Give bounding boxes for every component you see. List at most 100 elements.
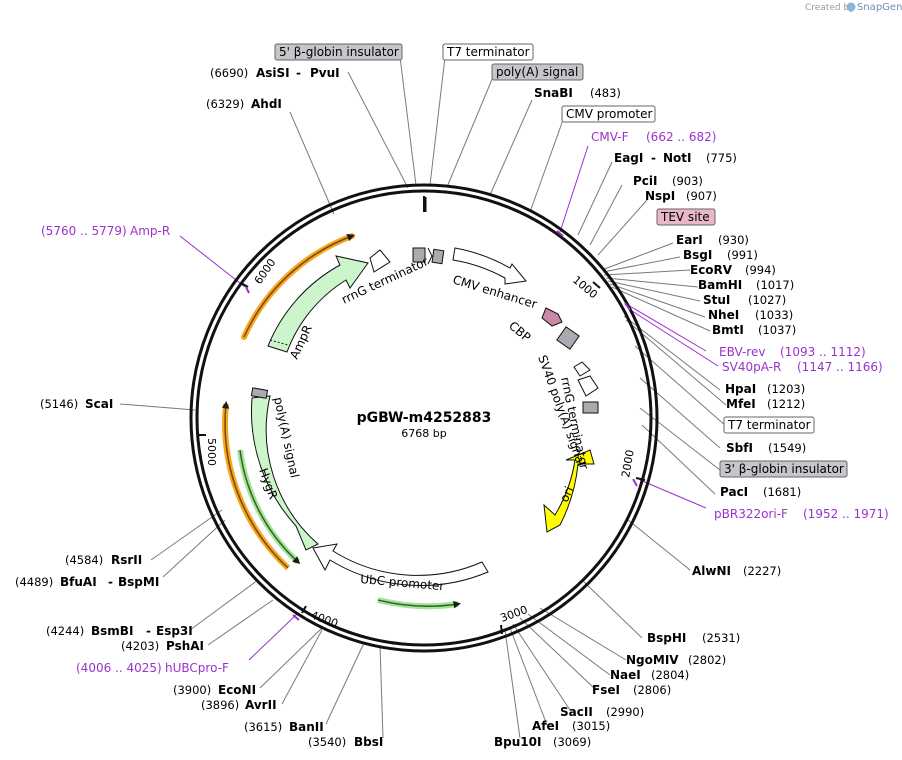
enz-ecorv: EcoRV [690, 263, 733, 277]
enz-scai-pos: (5146) [40, 397, 78, 411]
primer-amp-r: Amp-R [130, 224, 170, 238]
enz-ngomiv: NgoMIV [626, 653, 679, 667]
enz-bamhi-pos: (1017) [756, 278, 794, 292]
enzyme-labels: (6690) AsiSI - PvuI (6329) AhdI SnaBI (4… [15, 66, 806, 749]
enz-eagi-pos: (775) [706, 151, 737, 165]
enz-bsmbi: BsmBI [91, 624, 133, 638]
backbone-outer [189, 183, 659, 653]
enz-rsrii-pos: (4584) [65, 553, 103, 567]
enz-ahdi: AhdI [251, 97, 282, 111]
t7-term-mark [427, 247, 433, 265]
enz-mfei-pos: (1212) [767, 397, 805, 411]
cmv-enhancer-feature [452, 247, 527, 285]
enz-mfei: MfeI [726, 397, 756, 411]
label-cbp: CBP [506, 319, 533, 345]
polya-block-left [250, 387, 269, 399]
polya-block-top [431, 248, 445, 265]
enz-pshai: PshAI [166, 639, 204, 653]
tick-1000: 1000 [570, 273, 600, 301]
enz-bsmbi-pos: (4244) [46, 624, 84, 638]
enz-banii: BanII [289, 720, 324, 734]
primer-sv40pa-r: SV40pA-R [722, 360, 781, 374]
primer-amp-r-range: (5760 .. 5779) [41, 224, 127, 238]
enz-esp3i: Esp3I [156, 624, 193, 638]
enz-sbfi-pos: (1549) [768, 441, 806, 455]
box-t7-top [442, 43, 534, 61]
enz-scai: ScaI [85, 397, 113, 411]
box-cmv-promoter [561, 105, 656, 123]
enz-snabi-pos: (483) [590, 86, 621, 100]
arrow-white-1 [573, 361, 591, 377]
enz-bsphi-pos: (2531) [702, 631, 740, 645]
enz-bspmi: BspMI [118, 575, 159, 589]
enz-avrii: AvrII [245, 698, 277, 712]
primer-cmv-f: CMV-F [591, 130, 629, 144]
box-5-insulator [274, 43, 403, 61]
primer-cmv-f-range: (662 .. 682) [646, 130, 716, 144]
credit-brand: SnapGene [857, 2, 902, 13]
label-polya-left: poly(A) signal [271, 396, 302, 479]
enz-bsgi: BsgI [683, 248, 712, 262]
primer-ebv-rev-range: (1093 .. 1112) [780, 345, 866, 359]
enz-econi: EcoNI [218, 683, 256, 697]
enz-nhei: NheI [708, 308, 739, 322]
cbp-feature [541, 307, 563, 327]
enz-alwni-pos: (2227) [743, 564, 781, 578]
enz-naei: NaeI [610, 668, 641, 682]
enz-stui-pos: (1027) [748, 293, 786, 307]
primer-marks [245, 230, 638, 621]
primer-pbr322ori-f-range: (1952 .. 1971) [803, 507, 889, 521]
enz-paci: PacI [720, 485, 748, 499]
enz-noti: NotI [663, 151, 692, 165]
enz-bpu10i-pos: (3069) [553, 735, 591, 749]
enz-bbsi-pos: (3540) [308, 735, 346, 749]
boxed-label-t7-right: T7 terminator [727, 418, 811, 432]
primer-ebv-rev: EBV-rev [719, 345, 765, 359]
enz-bfuai-pos: (4489) [15, 575, 53, 589]
enz-sacii-pos: (2990) [606, 705, 644, 719]
enz-bsphi: BspHI [647, 631, 686, 645]
orange-orf-left [221, 401, 289, 569]
polya-block-right [582, 401, 599, 414]
enz-dash-30: - [146, 624, 151, 638]
boxed-label-polya-top: poly(A) signal [496, 65, 578, 79]
enz-sbfi: SbfI [726, 441, 753, 455]
plasmid-size: 6768 bp [401, 427, 446, 440]
enz-stui: StuI [703, 293, 730, 307]
tick-5000: 5000 [205, 438, 218, 466]
enz-alwni: AlwNI [692, 564, 731, 578]
enz-eari: EarI [676, 233, 703, 247]
enz-eagi: EagI [614, 151, 643, 165]
enz-snabi: SnaBI [534, 86, 573, 100]
enz-ngomiv-pos: (2802) [688, 653, 726, 667]
enz-bsgi-pos: (991) [727, 248, 758, 262]
enz-avrii-pos: (3896) [201, 698, 239, 712]
enz-nhei-pos: (1033) [755, 308, 793, 322]
enz-bpu10i: Bpu10I [494, 735, 541, 749]
enz-afei-pos: (3015) [572, 719, 610, 733]
box-tev [656, 208, 716, 226]
ubc-promoter-feature [312, 543, 489, 586]
box-3-insulator [719, 460, 848, 478]
orange-orf-top-arrow [243, 234, 355, 338]
primer-sv40pa-r-range: (1147 .. 1166) [797, 360, 883, 374]
enz-dash-3: - [651, 151, 656, 165]
boxed-label-tev: TEV site [660, 210, 710, 224]
enz-hpai-pos: (1203) [767, 382, 805, 396]
tick-2000: 2000 [619, 449, 637, 479]
enz-nspi-pos: (907) [686, 189, 717, 203]
boxed-label-cmv-promoter: CMV promoter [566, 107, 653, 121]
insulator-block [412, 247, 426, 263]
enz-afei: AfeI [532, 719, 559, 733]
enz-paci-pos: (1681) [763, 485, 801, 499]
enz-asisi-pos: (6690) [210, 66, 248, 80]
box-polya-top [491, 63, 584, 81]
boxed-labels: 5' β-globin insulator T7 terminator poly… [274, 43, 848, 478]
ori-feature [543, 449, 595, 533]
primer-leader-lines [179, 145, 719, 661]
snapgene-logo-icon [846, 2, 856, 12]
enz-pcii-pos: (903) [672, 174, 703, 188]
enz-bmti: BmtI [712, 323, 744, 337]
ampr-feature [267, 255, 369, 353]
